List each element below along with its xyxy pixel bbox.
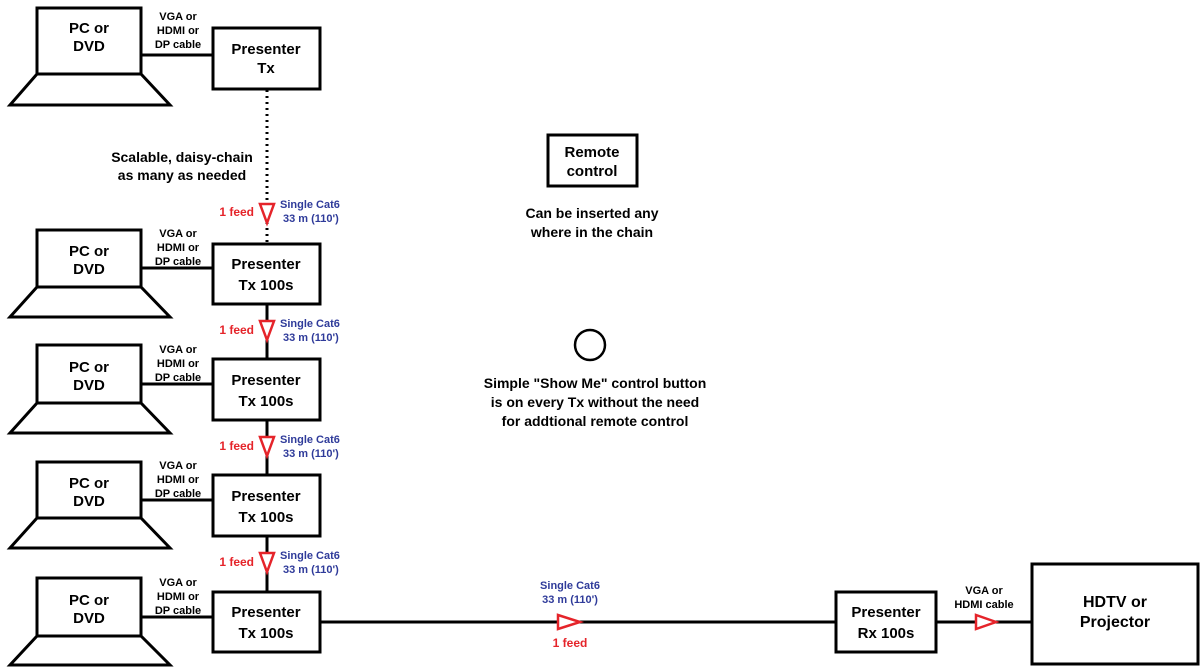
tx-label: Presenter [231,256,300,273]
chain-unit: PC or DVD VGA or HDMI or DP cable Presen… [6,228,322,319]
remote-label-2: control [567,163,618,180]
cat6-label: Single Cat6 [280,550,340,562]
link-annotation: 1 feed Single Cat6 33 m (110') [219,434,340,460]
chain-unit: PC or DVD VGA or HDMI or DP cable Presen… [6,576,322,667]
daisy-chain-note-2: as many as needed [118,167,246,183]
cable-label: DP cable [155,372,201,384]
cat6-length-label: 33 m (110') [283,213,339,225]
cat6-length-label: 33 m (110') [283,448,339,460]
laptop-icon [6,460,174,550]
feed-label: 1 feed [219,555,254,569]
cable-label: VGA or [159,460,197,472]
top-tx-label-1: Presenter [231,41,300,58]
link-annotation: 1 feed Single Cat6 33 m (110') [219,318,340,344]
daisy-chain-note-1: Scalable, daisy-chain [111,149,253,165]
laptop-icon [6,576,174,667]
feed-label: 1 feed [219,439,254,453]
rx-label-2: Rx 100s [858,625,915,642]
source-label: PC or [69,475,109,492]
cat6-label: Single Cat6 [280,318,340,330]
remote-label-1: Remote [564,144,619,161]
cable-label: DP cable [155,256,201,268]
cable-label: DP cable [155,488,201,500]
top-cable-label-3: DP cable [155,39,201,51]
tx-box [211,473,322,538]
display-unit: HDTV or Projector [1030,562,1200,666]
feed-arrow-icon [258,319,276,344]
source-label: PC or [69,359,109,376]
source-label: DVD [73,377,105,394]
cable-label: HDMI or [157,474,200,486]
top-source-label-2: DVD [73,38,105,55]
tx-label: Tx 100s [238,509,293,526]
feed-arrow-icon [258,551,276,576]
cat6-length-label: 33 m (110') [283,332,339,344]
source-label: PC or [69,592,109,609]
long-feed-label: 1 feed [553,636,588,650]
tx-label: Tx 100s [238,277,293,294]
show-me-button-icon [573,328,607,362]
chain-unit: PC or DVD VGA or HDMI or DP cable Presen… [6,343,322,435]
tx-label: Presenter [231,372,300,389]
cable-label: DP cable [155,605,201,617]
remote-note-1: Can be inserted any [525,205,658,221]
feed-label: 1 feed [219,323,254,337]
long-cat6-label: Single Cat6 [540,580,600,592]
feed-arrow-icon [258,202,276,227]
chain-unit: PC or DVD VGA or HDMI or DP cable Presen… [6,460,322,550]
cable-label: HDMI or [157,358,200,370]
remote-control: Remote control Can be inserted any where… [525,133,659,240]
show-me-note-3: for addtional remote control [502,413,689,429]
remote-control-box [546,133,639,188]
source-label: DVD [73,493,105,510]
link-annotation: 1 feed Single Cat6 33 m (110') [219,550,340,576]
feed-label: 1 feed [219,205,254,219]
cable-label: HDMI or [157,242,200,254]
tx-box [211,590,322,654]
tx-box [211,242,322,306]
top-laptop-icon [6,6,174,107]
top-tx-label-2: Tx [257,60,275,77]
cable-label: HDMI or [157,591,200,603]
cat6-label: Single Cat6 [280,434,340,446]
rx-box [834,590,938,654]
laptop-icon [6,228,174,319]
rx-label-1: Presenter [851,604,920,621]
remote-note-2: where in the chain [530,224,653,240]
rx-unit: Presenter Rx 100s [834,590,938,654]
tx-label: Tx 100s [238,625,293,642]
show-me-note-2: is on every Tx without the need [491,394,699,410]
top-cable-label-2: HDMI or [157,25,200,37]
laptop-icon [6,343,174,435]
output-cable-label-1: VGA or [965,585,1003,597]
show-me-button: Simple "Show Me" control button is on ev… [484,328,707,429]
link-annotation: 1 feed Single Cat6 33 m (110') [219,199,340,227]
output-cable-label-2: HDMI cable [954,599,1013,611]
tx-label: Tx 100s [238,393,293,410]
top-source-label-1: PC or [69,20,109,37]
long-cat6-length-label: 33 m (110') [542,594,598,606]
display-label-2: Projector [1080,614,1150,631]
source-label: DVD [73,610,105,627]
cat6-label: Single Cat6 [280,199,340,211]
tx-label: Presenter [231,604,300,621]
output-arrow-icon [974,613,1000,631]
source-label: DVD [73,261,105,278]
top-cable-label-1: VGA or [159,11,197,23]
top-tx-box [211,26,322,91]
cable-label: VGA or [159,228,197,240]
feed-arrow-icon [258,435,276,460]
source-label: PC or [69,243,109,260]
cable-label: VGA or [159,344,197,356]
top-unit: PC or DVD VGA or HDMI or DP cable Presen… [6,6,322,107]
long-feed-arrow-icon [556,613,585,631]
cable-label: VGA or [159,577,197,589]
display-box [1030,562,1200,666]
show-me-note-1: Simple "Show Me" control button [484,375,707,391]
tx-label: Presenter [231,488,300,505]
display-label-1: HDTV or [1083,594,1147,611]
tx-box [211,357,322,422]
cat6-length-label: 33 m (110') [283,564,339,576]
